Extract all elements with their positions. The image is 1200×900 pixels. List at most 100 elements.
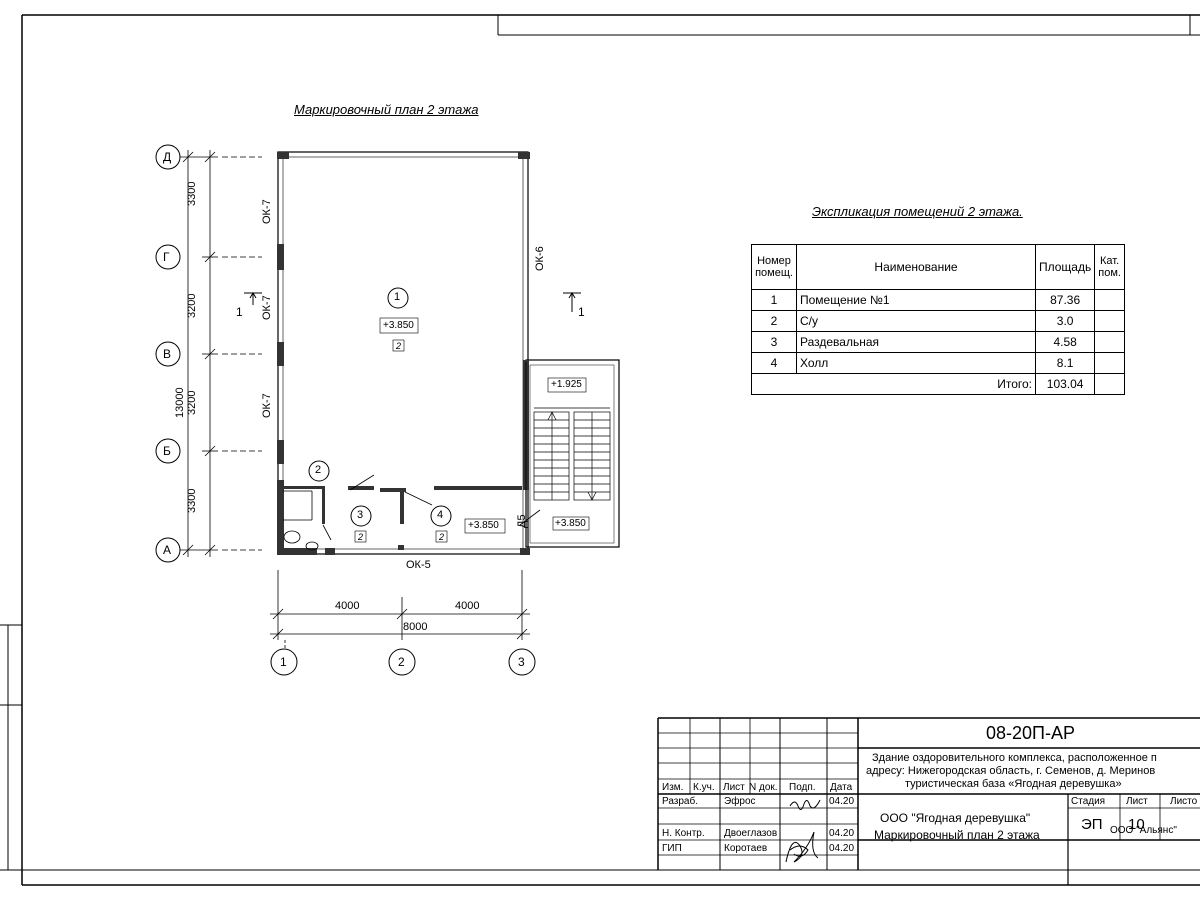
- row-name: Раздевальная: [796, 331, 1036, 353]
- room-3-category: 2: [358, 532, 364, 542]
- name-norm-control: Двоеглазов: [724, 828, 778, 839]
- sanitary-fixtures: [283, 530, 319, 551]
- dim-h-total: 8000: [403, 621, 428, 633]
- room-number-2: 2: [315, 464, 322, 476]
- col-header-kuch: К.уч.: [693, 782, 715, 793]
- axis-label-col-1: 1: [280, 655, 287, 669]
- description-line-3: туристическая база «Ягодная деревушка»: [905, 778, 1122, 790]
- plan-title: Маркировочный план 2 этажа: [294, 102, 479, 117]
- dim-h-2: 4000: [455, 600, 480, 612]
- axis-label-col-3: 3: [518, 655, 525, 669]
- col-header-data: Дата: [830, 782, 853, 793]
- dimension-chain-vertical: [180, 150, 218, 557]
- total-row: Итого: 103.04: [751, 373, 1125, 395]
- explication-table: Номер помещ. Наименование Площадь Кат. п…: [751, 244, 1125, 395]
- stage-label: Стадия: [1071, 796, 1106, 807]
- org-designer: ООО "Альянс": [1110, 825, 1177, 836]
- total-spacer: [751, 373, 797, 395]
- document-code: 08-20П-АР: [986, 723, 1075, 743]
- dim-v-1: 3300: [186, 181, 198, 206]
- col-header-podp: Подп.: [789, 782, 816, 793]
- date-gip: 04.20: [829, 843, 855, 854]
- table-row: 4 Холл 8.1: [751, 352, 1125, 374]
- window-ok7-top: ОК-7: [261, 199, 273, 224]
- col-header-ndok: N док.: [749, 782, 778, 793]
- role-norm-control: Н. Контр.: [662, 828, 705, 839]
- title-block-grid: [657, 717, 1200, 885]
- section-label-left: 1: [236, 305, 243, 319]
- sheet-frame: [0, 14, 1200, 886]
- axis-label-col-2: 2: [398, 655, 405, 669]
- room-bubbles: [308, 287, 452, 527]
- role-gip: ГИП: [662, 843, 682, 854]
- date-norm-control: 04.20: [829, 828, 855, 839]
- header-area: Площадь: [1034, 244, 1096, 290]
- axis-bubbles-cols: [270, 648, 536, 676]
- row-name: С/у: [796, 310, 1036, 332]
- dim-v-total: 13000: [174, 387, 186, 418]
- explication-title: Экспликация помещений 2 этажа.: [812, 204, 1023, 219]
- col-header-izm: Изм.: [662, 782, 684, 793]
- dim-h-1: 4000: [335, 600, 360, 612]
- axis-lines-horizontal: [222, 156, 262, 551]
- axis-label-row-g: Г: [163, 250, 170, 264]
- dim-v-3: 3200: [186, 390, 198, 415]
- sheet-label: Лист: [1126, 796, 1148, 807]
- axis-label-row-v: В: [163, 347, 172, 361]
- section-label-right: 1: [578, 305, 585, 319]
- name-gip: Коротаев: [724, 843, 768, 854]
- dimension-chain-horizontal: [270, 570, 530, 650]
- room-number-4: 4: [437, 509, 444, 521]
- room-1-level: +3.850: [383, 320, 414, 331]
- partitions: [283, 362, 541, 545]
- level-stair-bottom: +3.850: [555, 518, 586, 529]
- section-markers: [244, 292, 581, 312]
- row-num: 3: [751, 331, 797, 353]
- drawing-name: Маркировочный план 2 этажа: [874, 828, 1040, 842]
- total-category: [1094, 373, 1125, 395]
- total-label: Итого:: [796, 373, 1036, 395]
- stairs: [533, 407, 611, 501]
- total-value: 103.04: [1034, 373, 1096, 395]
- table-row: 3 Раздевальная 4.58: [751, 331, 1125, 353]
- description-line-1: Здание оздоровительного комплекса, распо…: [872, 752, 1157, 764]
- axis-label-row-d: Д: [163, 150, 172, 164]
- signature-scribbles: [785, 799, 821, 863]
- row-num: 4: [751, 352, 797, 374]
- row-category: [1094, 289, 1125, 311]
- stage-value: ЭП: [1081, 816, 1103, 833]
- row-category: [1094, 352, 1125, 374]
- row-area: 8.1: [1034, 352, 1096, 374]
- row-num: 1: [751, 289, 797, 311]
- row-category: [1094, 331, 1125, 353]
- room-number-1: 1: [394, 291, 401, 303]
- row-name: Помещение №1: [796, 289, 1036, 311]
- room-4-category: 2: [439, 532, 445, 542]
- room-number-3: 3: [357, 509, 364, 521]
- explication-header-row: Номер помещ. Наименование Площадь Кат. п…: [751, 244, 1125, 290]
- row-num: 2: [751, 310, 797, 332]
- window-ok7-mid: ОК-7: [261, 295, 273, 320]
- row-category: [1094, 310, 1125, 332]
- axis-bubbles-rows: [155, 144, 181, 563]
- header-num: Номер помещ.: [751, 244, 797, 290]
- axis-label-row-b: Б: [163, 444, 171, 458]
- dim-v-2: 3200: [186, 293, 198, 318]
- col-header-list: Лист: [723, 782, 745, 793]
- date-developer: 04.20: [829, 796, 855, 807]
- sheets-label: Листо: [1170, 796, 1198, 807]
- level-boxes: [354, 317, 590, 543]
- table-row: 1 Помещение №1 87.36: [751, 289, 1125, 311]
- building-walls: [277, 151, 620, 555]
- sheet-value: 10: [1128, 816, 1145, 833]
- wall-hatch: [277, 152, 530, 555]
- row-area: 3.0: [1034, 310, 1096, 332]
- header-name: Наименование: [796, 244, 1036, 290]
- door-d5: Д5: [516, 514, 528, 528]
- row-name: Холл: [796, 352, 1036, 374]
- axis-label-row-a: А: [163, 543, 172, 557]
- header-category: Кат. пом.: [1094, 244, 1125, 290]
- role-developer: Разраб.: [662, 796, 699, 807]
- row-area: 4.58: [1034, 331, 1096, 353]
